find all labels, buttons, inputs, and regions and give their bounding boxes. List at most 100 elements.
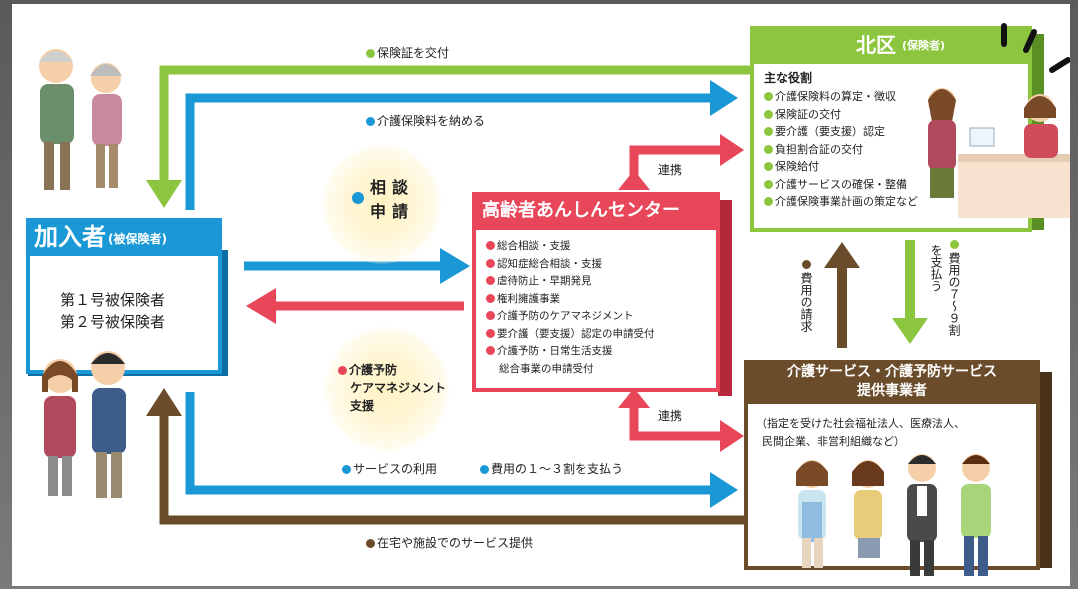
bullet-icon [486, 258, 495, 268]
member-type-1: 第１号被保険者 [60, 291, 166, 309]
arrowhead-coordination-bottom-up [618, 388, 650, 408]
bullet-icon [366, 117, 375, 126]
label-claim-cost: 費用の請求 [799, 272, 813, 332]
diagram-canvas: 加入者 (被保険者) 第１号被保険者 第２号被保険者 北区 (保険者) 主な役割… [12, 4, 1070, 586]
bullet-icon [764, 179, 773, 189]
arrowhead-claim-cost [824, 242, 860, 268]
bullet-icon [486, 328, 495, 338]
center-service-item: 総合事業の申請受付 [499, 362, 594, 375]
bullet-icon [764, 92, 773, 101]
member-title: 加入者 [34, 223, 106, 251]
ward-box-depth [1030, 34, 1044, 230]
arrowhead-pay-premium [710, 80, 738, 116]
center-service-item: 虐待防止・早期発見 [486, 273, 655, 291]
label-care-support-3: 支援 [350, 399, 375, 413]
arrow-pay-premium [185, 93, 712, 210]
bullet-icon [342, 465, 351, 474]
member-type-2: 第２号被保険者 [60, 313, 166, 331]
label-care-support-1: 介護予防 [338, 362, 397, 378]
bullet-icon [486, 311, 495, 320]
bullet-icon [486, 241, 495, 250]
bullet-icon [366, 49, 375, 58]
bullet-icon [486, 276, 495, 285]
arrowhead-coordination-top-up [618, 170, 650, 190]
center-title-bar: 高齢者あんしんセンター [472, 192, 720, 230]
label-service-provision: 在宅や施設でのサービス提供 [366, 535, 533, 551]
bullet-icon [764, 144, 773, 154]
provider-title-line2: 提供事業者 [857, 383, 927, 399]
label-pay-7-9-a: 費用の７～９割 [947, 252, 961, 336]
ward-role-item: 保険証の交付 [764, 106, 918, 124]
consult-bullet-icon [352, 192, 364, 204]
bullet-icon [764, 127, 773, 136]
center-title: 高齢者あんしんセンター [482, 200, 680, 221]
provider-desc-line1: （指定を受けた社会福祉法人、医療法人、 [756, 417, 965, 430]
label-pay-premium: 介護保険料を納める [366, 113, 485, 129]
care-support-highlight [324, 326, 450, 452]
ward-role-item: 介護保険事業計画の策定など [764, 193, 918, 211]
center-service-list: 総合相談・支援 認知症総合相談・支援 虐待防止・早期発見 権利擁護事業 介護予防… [486, 238, 655, 378]
arrowhead-insurance-card [146, 180, 182, 208]
ward-role-item: 介護サービスの確保・整備 [764, 176, 918, 194]
ward-role-list: 介護保険料の算定・徴収 保険証の交付 要介護（要支援）認定 負担割合証の交付 保… [764, 88, 918, 211]
ward-role-item: 保険給付 [764, 158, 918, 176]
bullet-icon [480, 465, 489, 474]
bullet-icon [486, 293, 495, 303]
provider-box: 介護サービス・介護予防サービス 提供事業者 （指定を受けた社会福祉法人、医療法人… [744, 360, 1040, 570]
member-box: 加入者 (被保険者) 第１号被保険者 第２号被保険者 [26, 218, 222, 374]
member-title-bar: 加入者 (被保険者) [26, 218, 222, 256]
label-pay-share: 費用の１～３割を支払う [480, 461, 623, 477]
center-service-item: 介護予防のケアマネジメント [486, 308, 655, 326]
center-service-item: 総合相談・支援 [486, 238, 655, 256]
bullet-icon [764, 162, 773, 171]
provider-title-line1: 介護サービス・介護予防サービス [787, 364, 997, 380]
label-pay-7-9-b: を支払う [929, 244, 943, 292]
provider-box-depth [1038, 372, 1052, 568]
label-coordination-top: 連携 [658, 163, 683, 177]
arrowhead-care-support [246, 288, 276, 324]
arrowhead-coordination-bottom-right [720, 420, 744, 452]
label-care-support-2: ケアマネジメント [350, 381, 447, 395]
center-box-depth [718, 200, 732, 396]
member-title-sub: (被保険者) [108, 232, 167, 246]
ward-title: 北区 [856, 33, 896, 57]
ward-title-bar: 北区 (保険者) [750, 26, 1032, 64]
arrow-insurance-card [159, 65, 752, 182]
ward-role-item: 負担割合証の交付 [764, 141, 918, 159]
ward-title-sub: (保険者) [902, 39, 946, 52]
label-apply: 申請 [370, 202, 415, 221]
arrowhead-consult [440, 248, 470, 284]
center-service-item: 介護予防・日常生活支援 [486, 343, 655, 361]
center-service-item: 要介護（要支援）認定の申請受付 [486, 326, 655, 344]
ward-role-item: 介護保険料の算定・徴収 [764, 88, 918, 106]
ward-box: 北区 (保険者) 主な役割 介護保険料の算定・徴収 保険証の交付 要介護（要支援… [750, 26, 1032, 232]
arrow-service-provision [159, 414, 752, 525]
arrowhead-pay-7-9 [892, 318, 928, 344]
bullet-icon [366, 539, 375, 548]
ward-role-item: 要介護（要支援）認定 [764, 123, 918, 141]
provider-desc-line2: 民間企業、非営利組織など） [762, 435, 905, 448]
arrow-coordination-bottom [629, 396, 724, 441]
bullet-icon [486, 346, 495, 355]
center-service-item: 認知症総合相談・支援 [486, 256, 655, 274]
bullet-icon [764, 109, 773, 119]
pay-7-9-bullet-icon [950, 240, 959, 249]
flow-arrows [146, 65, 928, 525]
ward-role-heading: 主な役割 [764, 71, 813, 85]
arrowhead-coordination-top-right [720, 134, 744, 166]
arrowhead-service-provision [146, 388, 182, 416]
label-use-service: サービスの利用 [342, 461, 437, 477]
bullet-icon [764, 197, 773, 206]
center-service-item: 権利擁護事業 [486, 291, 655, 309]
center-box: 高齢者あんしんセンター 総合相談・支援 認知症総合相談・支援 虐待防止・早期発見… [472, 192, 720, 392]
consult-highlight [322, 144, 442, 264]
bullet-icon [338, 366, 347, 375]
label-insurance-card: 保険証を交付 [366, 45, 449, 61]
provider-title-bar: 介護サービス・介護予防サービス 提供事業者 [744, 360, 1040, 404]
arrow-use-service [185, 392, 712, 495]
label-consult: 相談 [370, 178, 415, 197]
label-coordination-bottom: 連携 [658, 409, 683, 423]
arrowhead-use-service [710, 472, 738, 508]
claim-bullet-icon [802, 260, 811, 269]
